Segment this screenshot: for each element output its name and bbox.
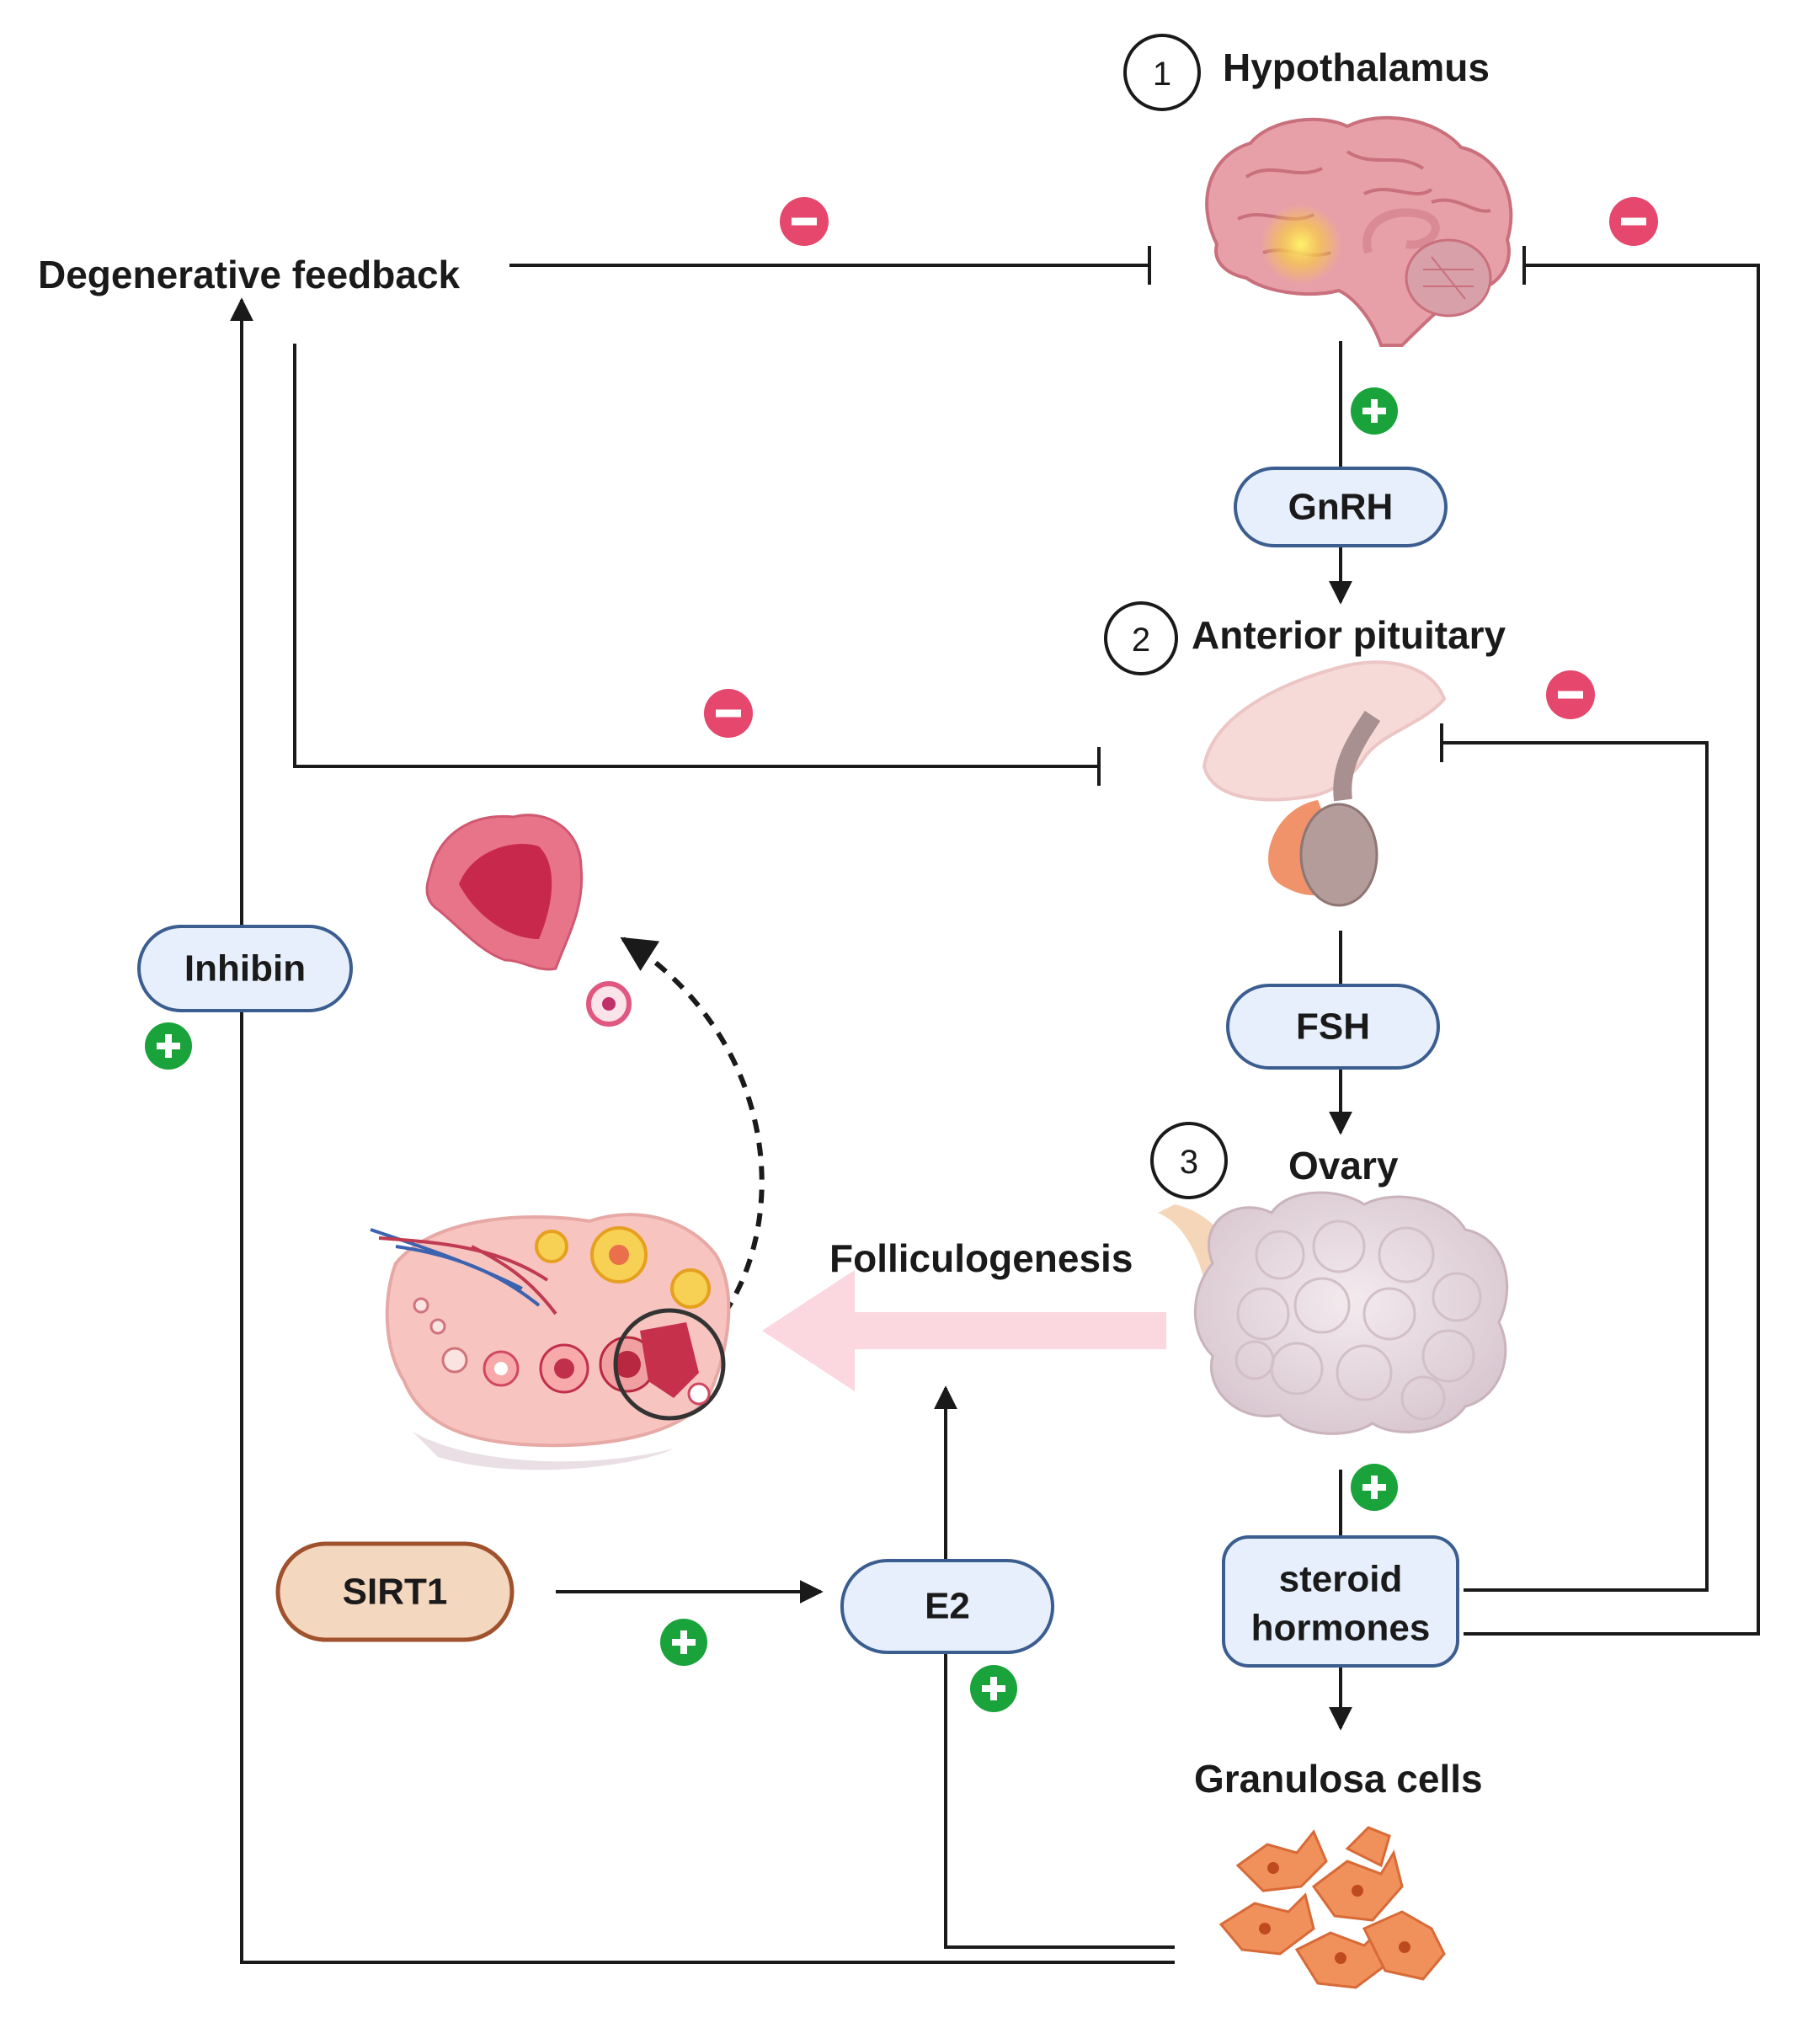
step-1-badge: 1 — [1123, 34, 1201, 111]
ovary-section-icon — [370, 1213, 731, 1470]
step-3-badge: 3 — [1150, 1122, 1228, 1199]
ovulation-highlight-circle — [613, 1308, 726, 1421]
fsh-label: FSH — [1296, 1006, 1370, 1048]
steroid-label: steroid — [1279, 1559, 1403, 1600]
step-2-badge: 2 — [1104, 601, 1178, 675]
hormones-label: hormones — [1251, 1608, 1431, 1649]
steroid-to-pituitary-line — [1442, 741, 1709, 1592]
granulosa-to-inhibin-line — [240, 1011, 1175, 1964]
degenerative-feedback-label: Degenerative feedback — [38, 253, 461, 296]
minus-icon — [780, 197, 829, 246]
plus-icon — [660, 1619, 707, 1666]
step-2-number: 2 — [1132, 622, 1150, 659]
minus-icon — [704, 689, 753, 738]
granulosa-cells-icon — [1218, 1826, 1446, 1989]
plus-icon — [970, 1665, 1017, 1712]
folliculogenesis-arrow — [762, 1270, 1166, 1391]
steroid-hormones-pill: steroid hormones — [1222, 1535, 1459, 1668]
ovary-icon — [1158, 1191, 1509, 1435]
minus-icon — [1609, 197, 1658, 246]
plus-icon — [145, 1022, 192, 1070]
inhibin-label: Inhibin — [184, 948, 306, 990]
fallopian-tube-icon — [425, 814, 584, 971]
plus-icon — [1351, 1464, 1398, 1511]
e2-label: E2 — [925, 1586, 970, 1627]
minus-icon — [1546, 670, 1595, 719]
anterior-pituitary-label: Anterior pituitary — [1192, 613, 1506, 657]
plus-icon — [1351, 387, 1398, 435]
sirt1-pill: SIRT1 — [275, 1541, 515, 1642]
granulosa-to-e2-line — [944, 1652, 1175, 1949]
brain-icon — [1205, 115, 1513, 347]
gnrh-pill: GnRH — [1234, 467, 1448, 547]
ovulation-dashed-arrow — [620, 937, 765, 1316]
gnrh-label: GnRH — [1288, 487, 1394, 528]
inhibin-pill: Inhibin — [137, 925, 353, 1012]
follicle-cells — [413, 1226, 711, 1398]
feedback-to-pituitary-line — [293, 344, 1099, 768]
connectors — [230, 246, 1760, 1964]
fsh-pill: FSH — [1226, 984, 1440, 1070]
step-3-number: 3 — [1180, 1144, 1198, 1181]
pituitary-icon — [1202, 660, 1447, 907]
hypothalamus-label: Hypothalamus — [1223, 45, 1490, 89]
e2-pill: E2 — [840, 1559, 1054, 1654]
step-1-number: 1 — [1153, 56, 1171, 93]
sirt1-label: SIRT1 — [343, 1572, 448, 1613]
ovary-label: Ovary — [1288, 1144, 1399, 1187]
folliculogenesis-label: Folliculogenesis — [829, 1236, 1133, 1280]
oocyte-icon — [586, 981, 632, 1027]
granulosa-cells-label: Granulosa cells — [1194, 1757, 1483, 1801]
steroid-to-hypothalamus-line — [1464, 264, 1760, 1636]
